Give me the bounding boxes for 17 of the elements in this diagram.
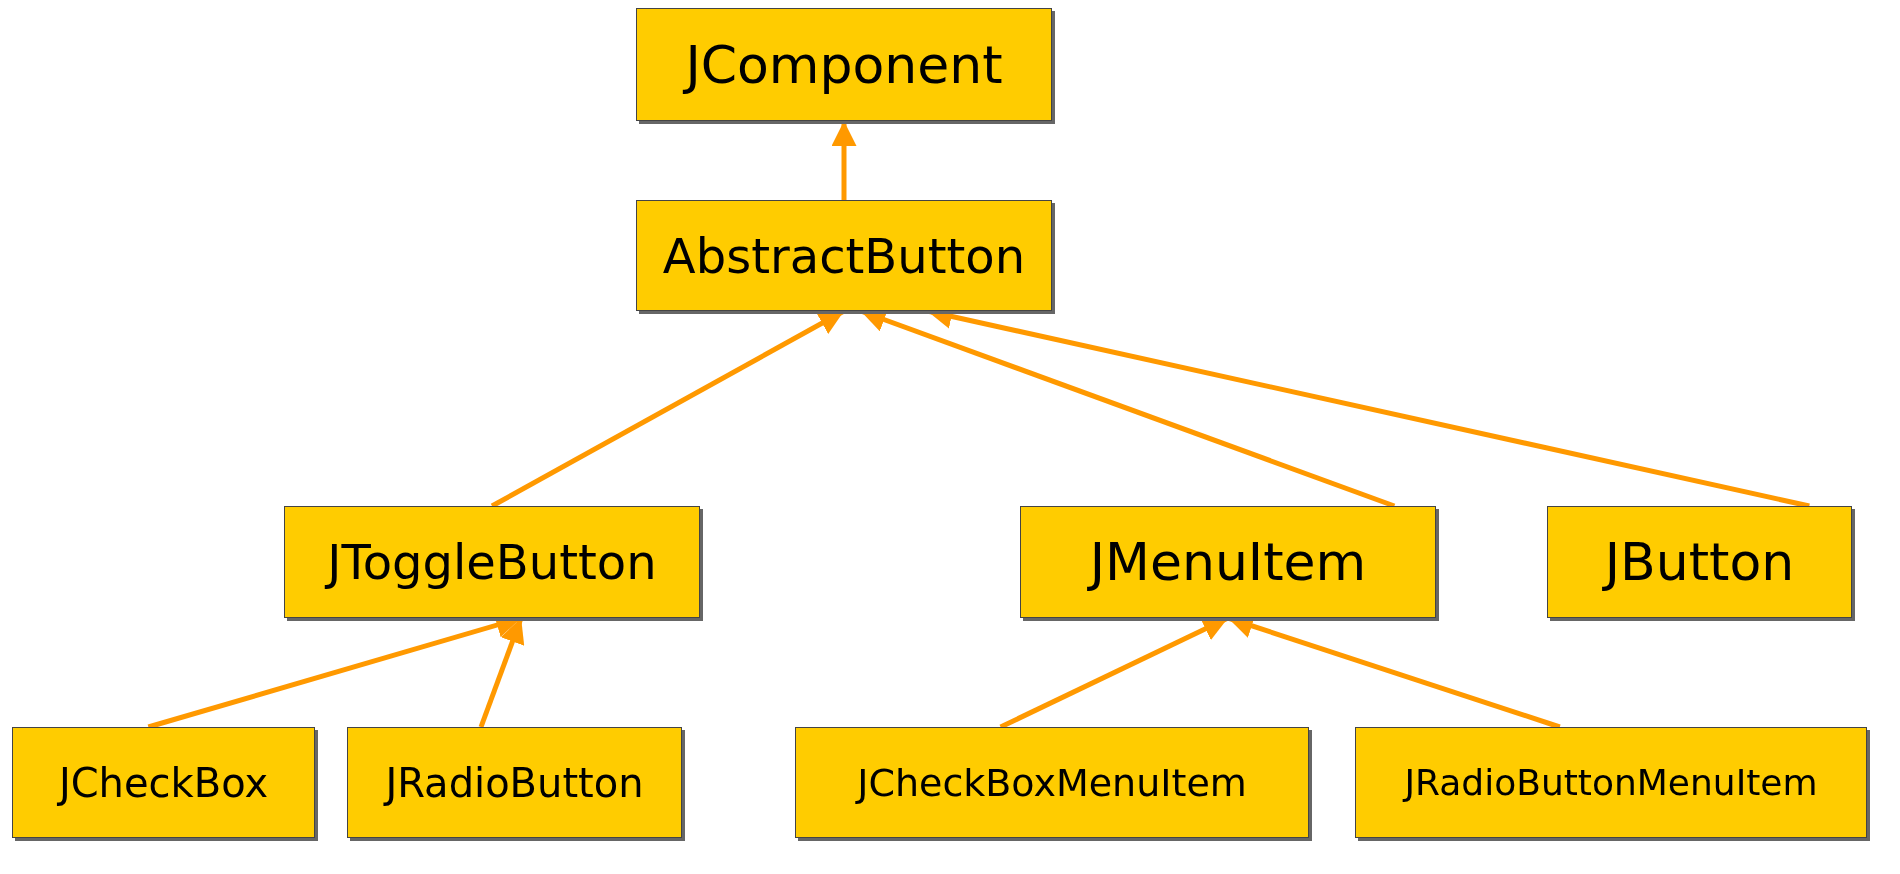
class-box (1355, 727, 1867, 838)
class-box (347, 727, 682, 838)
class-name: AbstractButton (662, 227, 1026, 284)
inheritance-arrow (831, 121, 857, 200)
class-name: JButton (1604, 532, 1795, 592)
class-name: JCheckBoxMenuItem (857, 760, 1247, 805)
class-box (636, 200, 1052, 311)
class-box (12, 727, 315, 838)
class-name: JRadioButton (385, 759, 644, 806)
class-box (1547, 506, 1852, 618)
class-box (284, 506, 700, 618)
class-name: JCheckBox (58, 759, 269, 806)
class-box (795, 727, 1309, 838)
class-box (636, 8, 1052, 121)
class-name: JMenuItem (1089, 532, 1367, 592)
class-name: JRadioButtonMenuItem (1404, 762, 1818, 803)
class-box (1020, 506, 1436, 618)
